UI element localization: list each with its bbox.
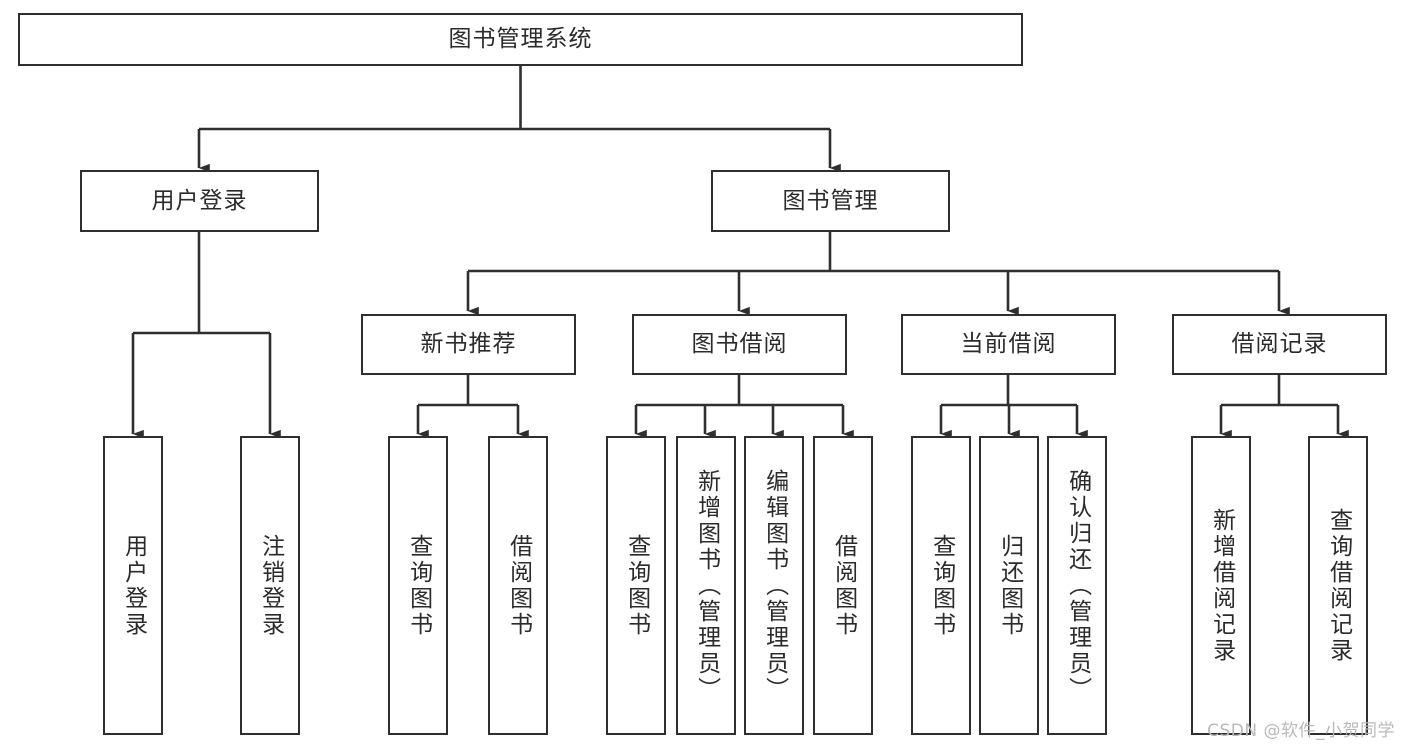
leaf-confirm-return-admin[interactable]: 确认归还（管理员） [1047, 436, 1107, 735]
node-root-book-management-system[interactable]: 图书管理系统 [18, 13, 1023, 66]
node-label: 查询图书 [405, 533, 432, 638]
leaf-query-book-recommendation[interactable]: 查询图书 [388, 436, 448, 735]
leaf-query-book-current[interactable]: 查询图书 [911, 436, 971, 735]
node-label: 确认归还（管理员） [1064, 468, 1091, 703]
node-label: 注销登录 [257, 533, 284, 638]
node-label: 查询借阅记录 [1325, 507, 1352, 664]
node-label: 图书管理系统 [448, 26, 593, 53]
node-label: 新增图书（管理员） [693, 468, 720, 703]
node-book-borrowing[interactable]: 图书借阅 [632, 314, 847, 375]
node-label: 借阅图书 [505, 533, 532, 638]
leaf-add-book-admin[interactable]: 新增图书（管理员） [676, 436, 736, 735]
node-label: 图书管理 [782, 187, 879, 214]
node-label: 归还图书 [996, 533, 1023, 638]
leaf-logout[interactable]: 注销登录 [240, 436, 300, 735]
node-label: 新书推荐 [420, 331, 517, 358]
node-book-management[interactable]: 图书管理 [711, 170, 950, 232]
leaf-return-book[interactable]: 归还图书 [979, 436, 1039, 735]
leaf-borrow-book-recommendation[interactable]: 借阅图书 [488, 436, 548, 735]
leaf-user-login[interactable]: 用户登录 [103, 436, 163, 735]
leaf-add-borrowing-record[interactable]: 新增借阅记录 [1191, 436, 1251, 735]
leaf-query-book-borrowing[interactable]: 查询图书 [606, 436, 666, 735]
csdn-watermark: CSDN @软件_小贺同学 [1207, 721, 1395, 741]
node-label: 编辑图书（管理员） [761, 468, 788, 703]
node-label: 查询图书 [928, 533, 955, 638]
leaf-query-borrowing-record[interactable]: 查询借阅记录 [1308, 436, 1368, 735]
node-new-book-recommendation[interactable]: 新书推荐 [361, 314, 576, 375]
node-user-login[interactable]: 用户登录 [80, 170, 319, 232]
node-label: 当前借阅 [960, 331, 1057, 358]
node-label: 借阅记录 [1231, 331, 1328, 358]
node-borrowing-record[interactable]: 借阅记录 [1172, 314, 1387, 375]
node-label: 图书借阅 [691, 331, 788, 358]
node-label: 新增借阅记录 [1208, 507, 1235, 664]
node-label: 用户登录 [151, 187, 248, 214]
node-label: 用户登录 [120, 533, 147, 638]
node-current-borrowing[interactable]: 当前借阅 [901, 314, 1116, 375]
node-label: 借阅图书 [830, 533, 857, 638]
leaf-edit-book-admin[interactable]: 编辑图书（管理员） [744, 436, 804, 735]
node-label: 查询图书 [623, 533, 650, 638]
leaf-borrow-book-borrowing[interactable]: 借阅图书 [813, 436, 873, 735]
